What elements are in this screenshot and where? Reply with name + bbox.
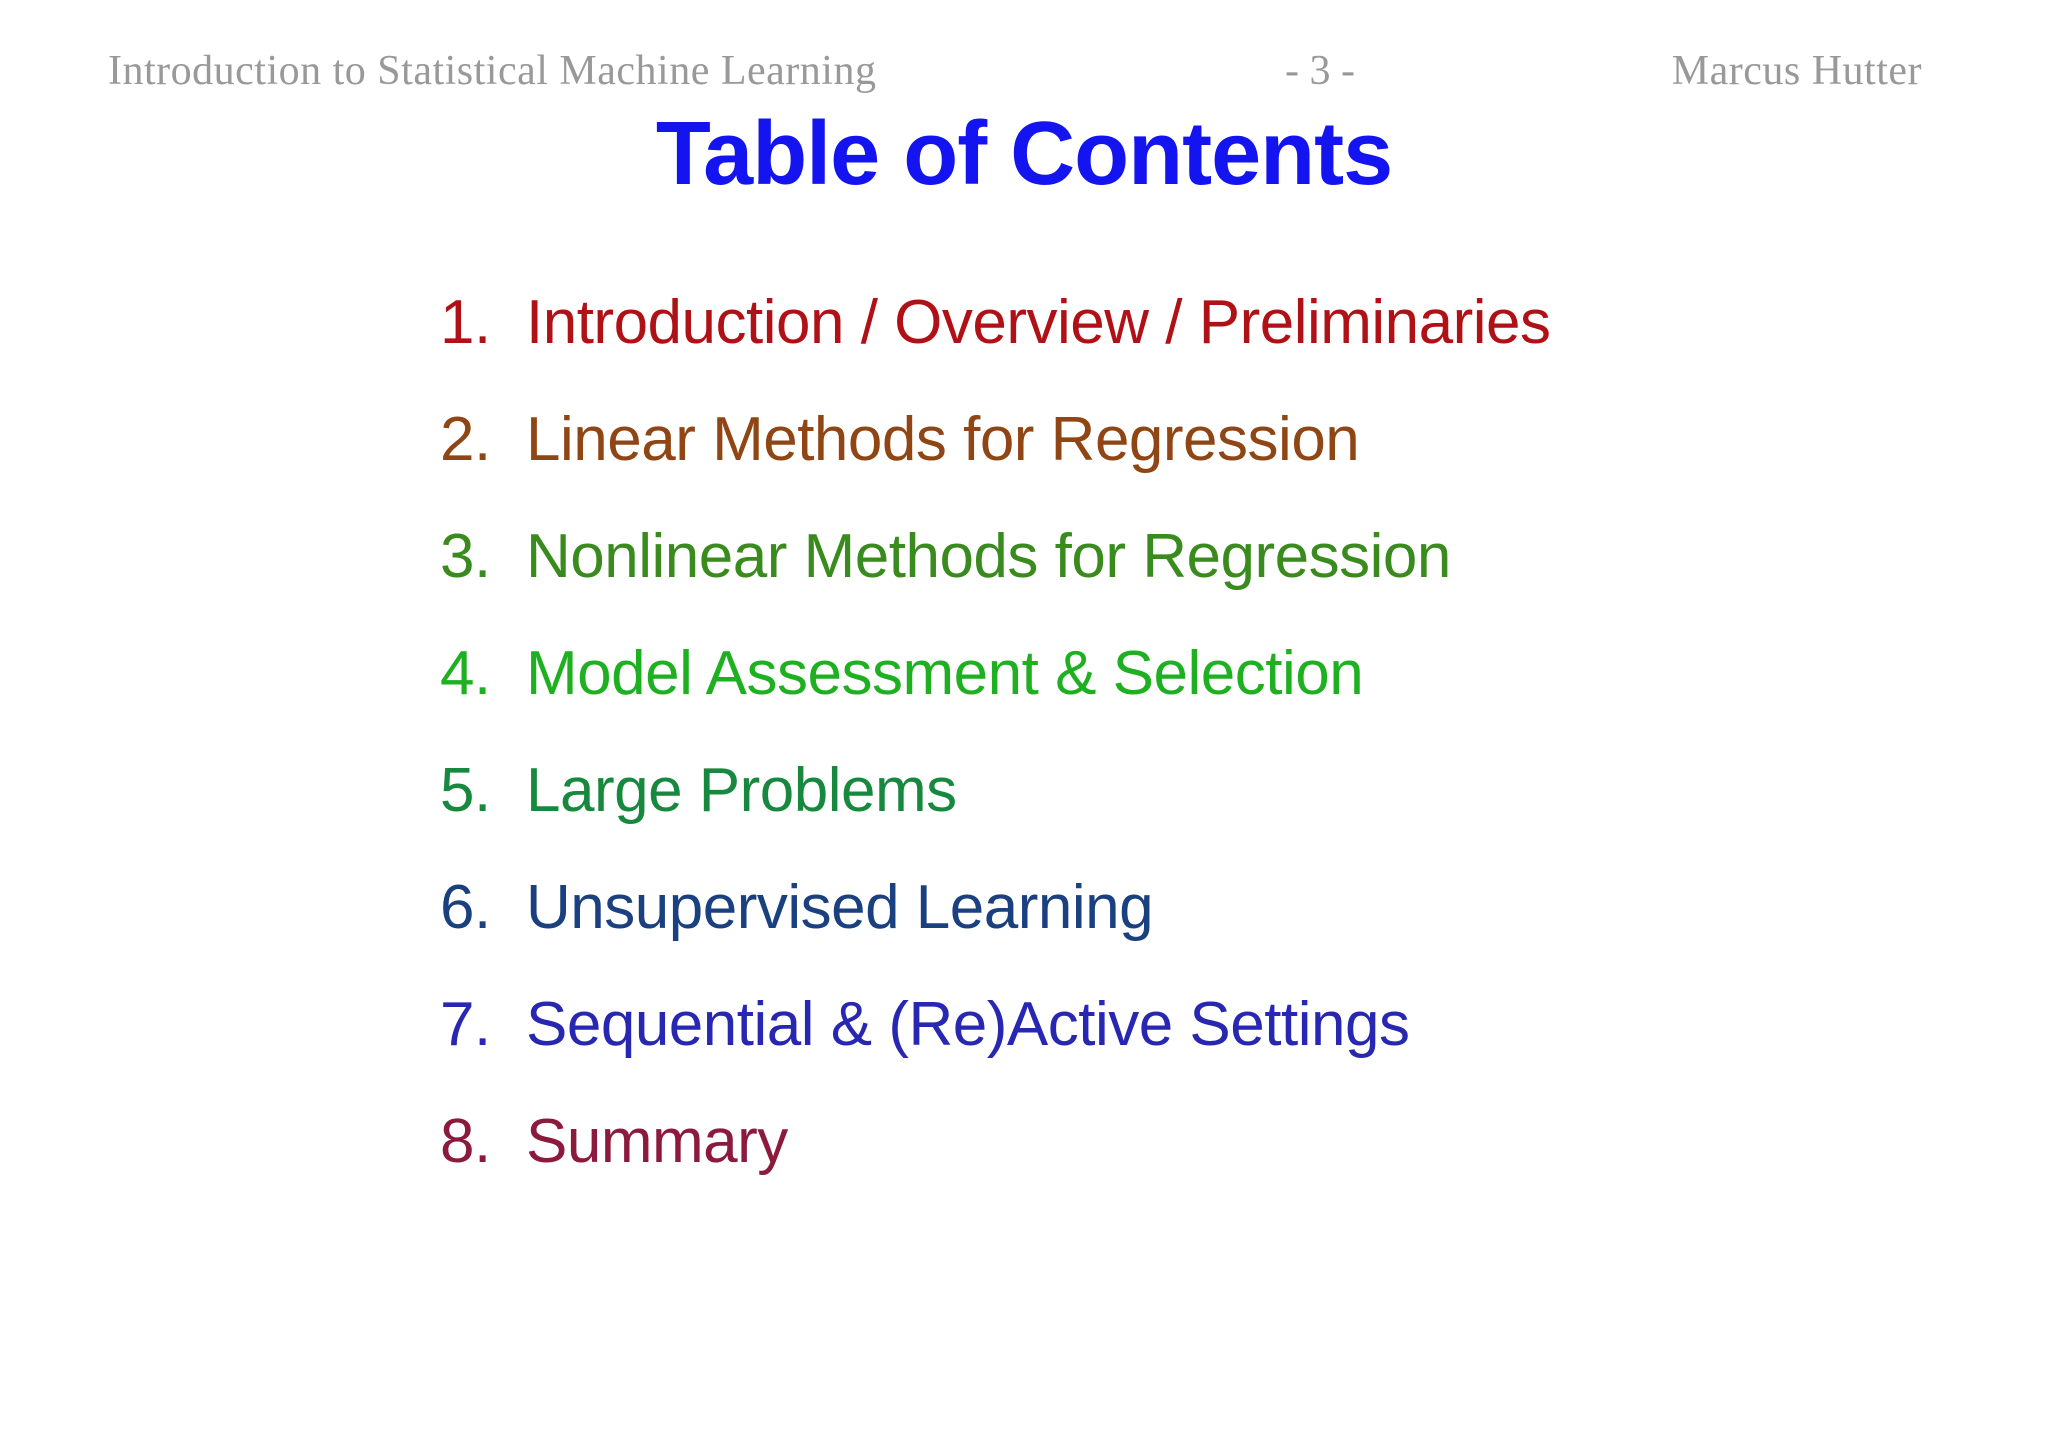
toc-item-label: Introduction / Overview / Preliminaries [526,288,1551,357]
running-header: Introduction to Statistical Machine Lear… [0,48,2048,98]
toc-item-introduction[interactable]: 1. Introduction / Overview / Preliminari… [440,288,1551,358]
toc-item-number: 6. [440,873,491,942]
toc-item-number: 5. [440,756,491,825]
toc-list: 1. Introduction / Overview / Preliminari… [440,288,1551,1224]
toc-item-label: Model Assessment & Selection [526,639,1364,708]
toc-item-number: 3. [440,522,491,591]
toc-item-summary[interactable]: 8. Summary [440,1107,1551,1177]
toc-item-label: Unsupervised Learning [526,873,1154,942]
header-page-number: - 3 - [1285,48,1355,94]
toc-item-number: 7. [440,990,491,1059]
toc-item-model-assessment[interactable]: 4. Model Assessment & Selection [440,639,1551,709]
toc-item-sequential-settings[interactable]: 7. Sequential & (Re)Active Settings [440,990,1551,1060]
toc-item-label: Linear Methods for Regression [526,405,1360,474]
toc-item-label: Summary [526,1107,788,1176]
toc-item-linear-methods[interactable]: 2. Linear Methods for Regression [440,405,1551,475]
page-title: Table of Contents [655,104,1393,204]
toc-item-number: 2. [440,405,491,474]
toc-item-number: 4. [440,639,491,708]
toc-item-nonlinear-methods[interactable]: 3. Nonlinear Methods for Regression [440,522,1551,592]
toc-item-number: 8. [440,1107,491,1176]
toc-item-label: Sequential & (Re)Active Settings [526,990,1410,1059]
header-course-title: Introduction to Statistical Machine Lear… [108,48,877,94]
toc-item-number: 1. [440,288,491,357]
toc-item-label: Large Problems [526,756,957,825]
toc-item-label: Nonlinear Methods for Regression [526,522,1451,591]
header-author: Marcus Hutter [1671,48,1922,94]
toc-item-large-problems[interactable]: 5. Large Problems [440,756,1551,826]
toc-item-unsupervised-learning[interactable]: 6. Unsupervised Learning [440,873,1551,943]
